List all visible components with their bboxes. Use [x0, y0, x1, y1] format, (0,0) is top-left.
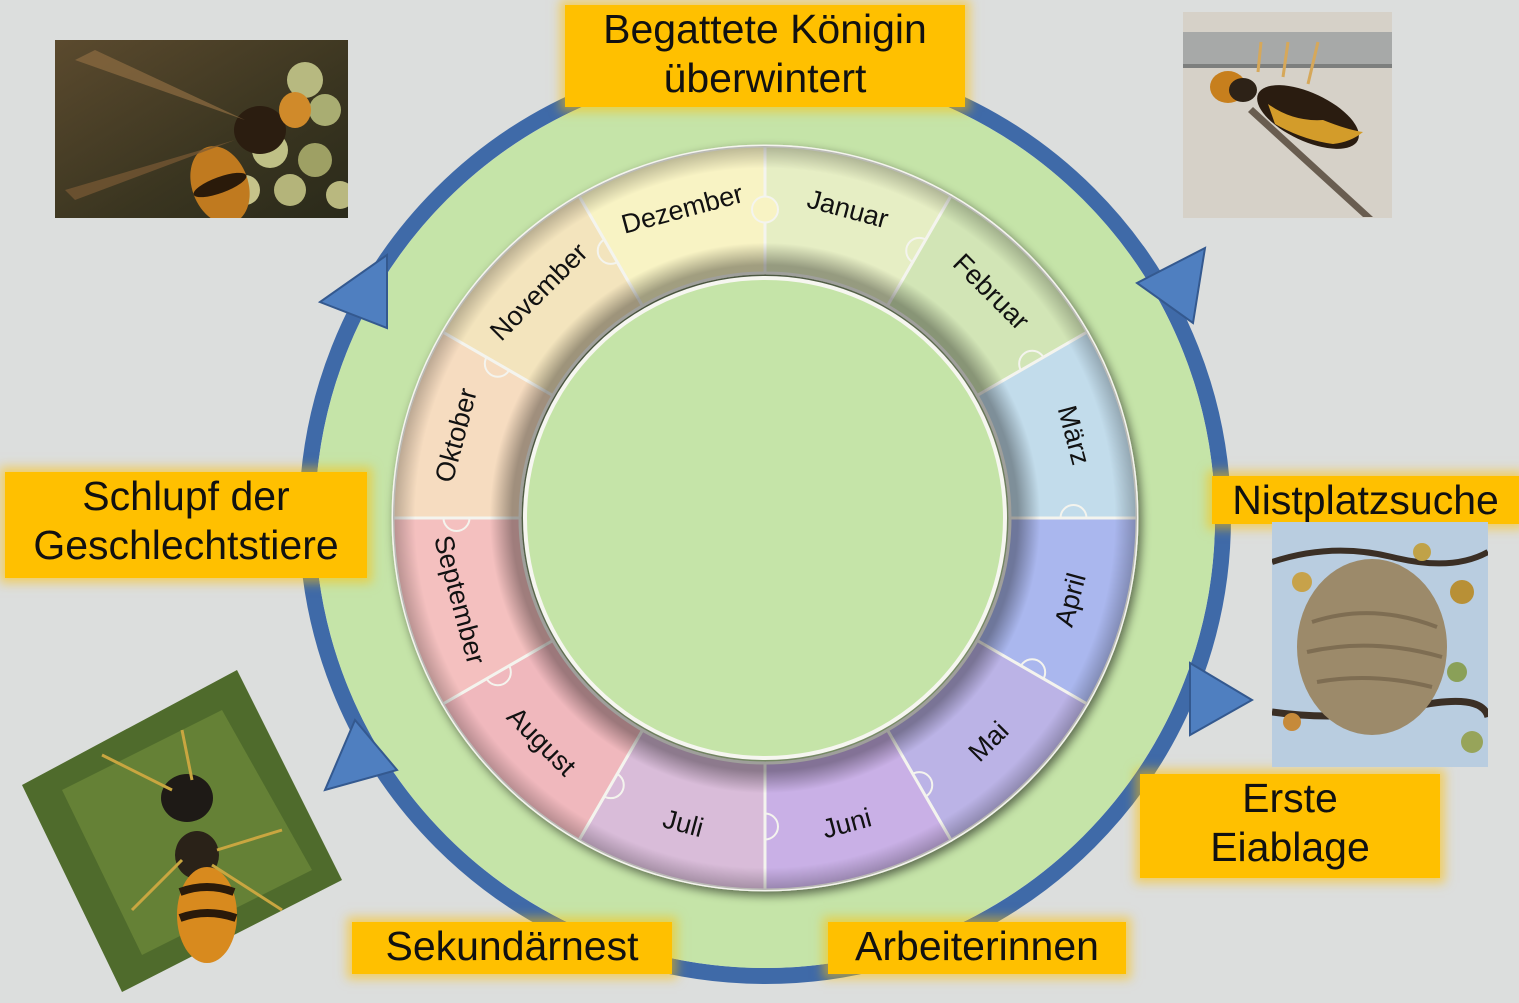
- stage-label-hatching: Schlupf der Geschlechtstiere: [5, 472, 367, 578]
- stage-label-first-eggs: Erste Eiablage: [1140, 774, 1440, 878]
- stage-label-hatching-line1: Schlupf der: [5, 472, 367, 521]
- stage-label-first-eggs-line2: Eiablage: [1140, 823, 1440, 872]
- hornet-nest-photo: [1272, 522, 1488, 767]
- stage-label-secondary-nest-line1: Sekundärnest: [352, 922, 672, 971]
- stage-label-first-eggs-line1: Erste: [1140, 774, 1440, 823]
- cycle-arrow-right: [1190, 663, 1252, 735]
- stage-label-nest-search-line1: Nistplatzsuche: [1212, 476, 1519, 525]
- hornet-hanging-photo: [1183, 12, 1392, 218]
- stage-label-queen: Begattete Königin überwintert: [565, 5, 965, 107]
- stage-label-queen-line1: Begattete Königin: [565, 5, 965, 54]
- hornet-on-ivy-photo: [55, 40, 348, 218]
- stage-label-workers: Arbeiterinnen: [828, 922, 1126, 974]
- stage-label-hatching-line2: Geschlechtstiere: [5, 521, 367, 570]
- stage-label-nest-search: Nistplatzsuche: [1212, 476, 1519, 524]
- stage-label-secondary-nest: Sekundärnest: [352, 922, 672, 974]
- inner-hub: [525, 278, 1005, 758]
- puzzle-knob-dezember: [752, 197, 778, 223]
- hornet-on-leaf-photo: [22, 670, 342, 992]
- stage-label-queen-line2: überwintert: [565, 54, 965, 103]
- stage-label-workers-line1: Arbeiterinnen: [828, 922, 1126, 971]
